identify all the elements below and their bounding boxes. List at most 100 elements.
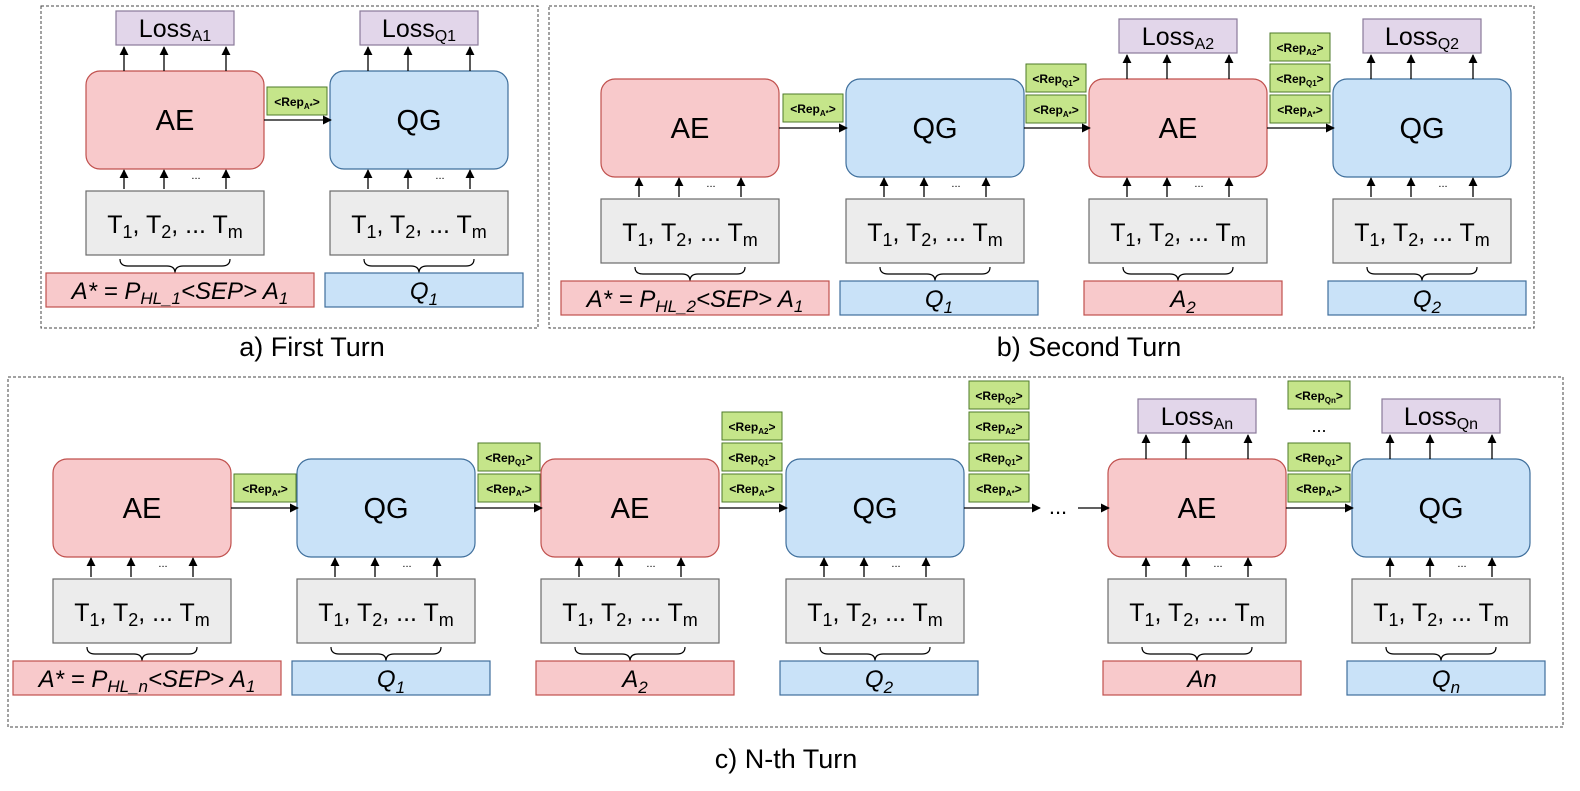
input-var: Q bbox=[377, 666, 396, 693]
token-sub: 1 bbox=[883, 230, 893, 250]
token-box bbox=[52, 578, 232, 644]
token-dots: ... bbox=[435, 170, 444, 182]
input-var: An bbox=[1185, 666, 1216, 693]
token-t: , T bbox=[1155, 599, 1184, 627]
token-box bbox=[600, 198, 780, 264]
ae-module-label: AE bbox=[1178, 493, 1217, 525]
rep-sub: Q1 bbox=[758, 458, 769, 467]
qg-module-label: QG bbox=[363, 493, 408, 525]
rep-sub: Q1 bbox=[1325, 458, 1336, 467]
loss-base: Loss bbox=[1385, 23, 1438, 51]
input-sub: 1 bbox=[246, 677, 255, 696]
input-label: A* = PHL_n<SEP> A1 bbox=[37, 666, 256, 696]
rep-label: <RepQ1> bbox=[1032, 72, 1079, 88]
input-sub: 2 bbox=[1431, 298, 1442, 317]
token-sub: m bbox=[472, 222, 487, 242]
input-var: Q bbox=[410, 278, 429, 305]
loss-box bbox=[115, 10, 235, 46]
input-box bbox=[1327, 280, 1527, 316]
token-box bbox=[1107, 578, 1287, 644]
token-sequence: T1, T2, ... Tm bbox=[562, 599, 698, 630]
loss-base: Loss bbox=[382, 15, 435, 43]
input-sub: 1 bbox=[429, 290, 438, 309]
loss-sub: A2 bbox=[1195, 36, 1215, 53]
input-label: Q1 bbox=[377, 666, 405, 697]
loss-sub: Qn bbox=[1457, 416, 1478, 433]
token-t: , T bbox=[588, 599, 617, 627]
panel-b-frame bbox=[548, 5, 1535, 329]
rep-base: <Rep bbox=[729, 482, 759, 496]
input-box bbox=[1083, 280, 1283, 316]
token-t: , ... T bbox=[871, 599, 928, 627]
token-t: , ... T bbox=[415, 211, 472, 239]
token-t: T bbox=[351, 211, 366, 239]
rep-tail: > bbox=[1016, 451, 1023, 465]
rep-label: <RepQ1> bbox=[975, 451, 1022, 467]
token-sub: 2 bbox=[1183, 610, 1193, 630]
input-box bbox=[291, 660, 491, 696]
rep-base: <Rep bbox=[1033, 103, 1063, 117]
token-t: , T bbox=[133, 211, 162, 239]
input-var: A* = P bbox=[37, 666, 108, 693]
loss-sub: Q1 bbox=[435, 28, 456, 45]
token-t: , T bbox=[1380, 219, 1409, 247]
loss-box bbox=[1362, 18, 1482, 54]
rep-tail: > bbox=[1336, 389, 1343, 403]
token-sub: 2 bbox=[861, 610, 871, 630]
token-t: T bbox=[107, 211, 122, 239]
rep-sub: A2 bbox=[1005, 427, 1016, 436]
token-t: , ... T bbox=[626, 599, 683, 627]
brace bbox=[819, 646, 931, 662]
input-box bbox=[45, 272, 315, 308]
token-dots: ... bbox=[646, 558, 655, 570]
rep-base: <Rep bbox=[790, 102, 820, 116]
rep-tail: > bbox=[1335, 482, 1342, 496]
qg-module-label: QG bbox=[1399, 113, 1444, 145]
token-sub: 1 bbox=[334, 610, 344, 630]
loss-box bbox=[359, 10, 479, 46]
brace bbox=[363, 258, 475, 274]
rep-sub: A* bbox=[272, 489, 282, 498]
input-sub: 1 bbox=[794, 297, 803, 316]
token-t: , ... T bbox=[1418, 219, 1475, 247]
rep-base: ... bbox=[1311, 416, 1326, 436]
token-sub: 2 bbox=[405, 222, 415, 242]
rep-sub: Q1 bbox=[1062, 79, 1073, 88]
rep-label: <RepQ2> bbox=[975, 389, 1022, 405]
token-sub: 1 bbox=[1389, 610, 1399, 630]
rep-box bbox=[1025, 63, 1087, 93]
rep-tail: > bbox=[281, 482, 288, 496]
input-sub: 2 bbox=[637, 678, 648, 697]
input-sub: HL_n bbox=[107, 677, 148, 696]
token-sub: 2 bbox=[616, 610, 626, 630]
token-sub: 1 bbox=[1145, 610, 1155, 630]
token-dots: ... bbox=[1194, 178, 1203, 190]
rep-base: <Rep bbox=[975, 451, 1005, 465]
rep-sub: A* bbox=[820, 109, 830, 118]
token-sub: 2 bbox=[372, 610, 382, 630]
input-var: A bbox=[620, 666, 638, 693]
input-var: Q bbox=[865, 666, 884, 693]
token-sub: 1 bbox=[90, 610, 100, 630]
loss-sub: Q2 bbox=[1438, 36, 1459, 53]
loss-base: Loss bbox=[139, 15, 192, 43]
input-box bbox=[1102, 660, 1302, 696]
ae-module-label: AE bbox=[123, 493, 162, 525]
rep-label: <RepA2> bbox=[976, 420, 1023, 436]
brace bbox=[1141, 646, 1253, 662]
token-dots: ... bbox=[891, 558, 900, 570]
brace bbox=[879, 266, 991, 282]
rep-box bbox=[1287, 380, 1351, 410]
rep-label: <RepA2> bbox=[729, 420, 776, 436]
rep-label: <RepA*> bbox=[486, 482, 532, 498]
token-t: T bbox=[867, 219, 882, 247]
input-label: Q2 bbox=[865, 666, 894, 697]
rep-tail: > bbox=[1072, 103, 1079, 117]
token-t: , ... T bbox=[138, 599, 195, 627]
token-sub: 2 bbox=[161, 222, 171, 242]
ae-module-label: AE bbox=[671, 113, 710, 145]
token-box bbox=[845, 198, 1025, 264]
rep-base: <Rep bbox=[1277, 41, 1307, 55]
token-box bbox=[329, 190, 509, 256]
